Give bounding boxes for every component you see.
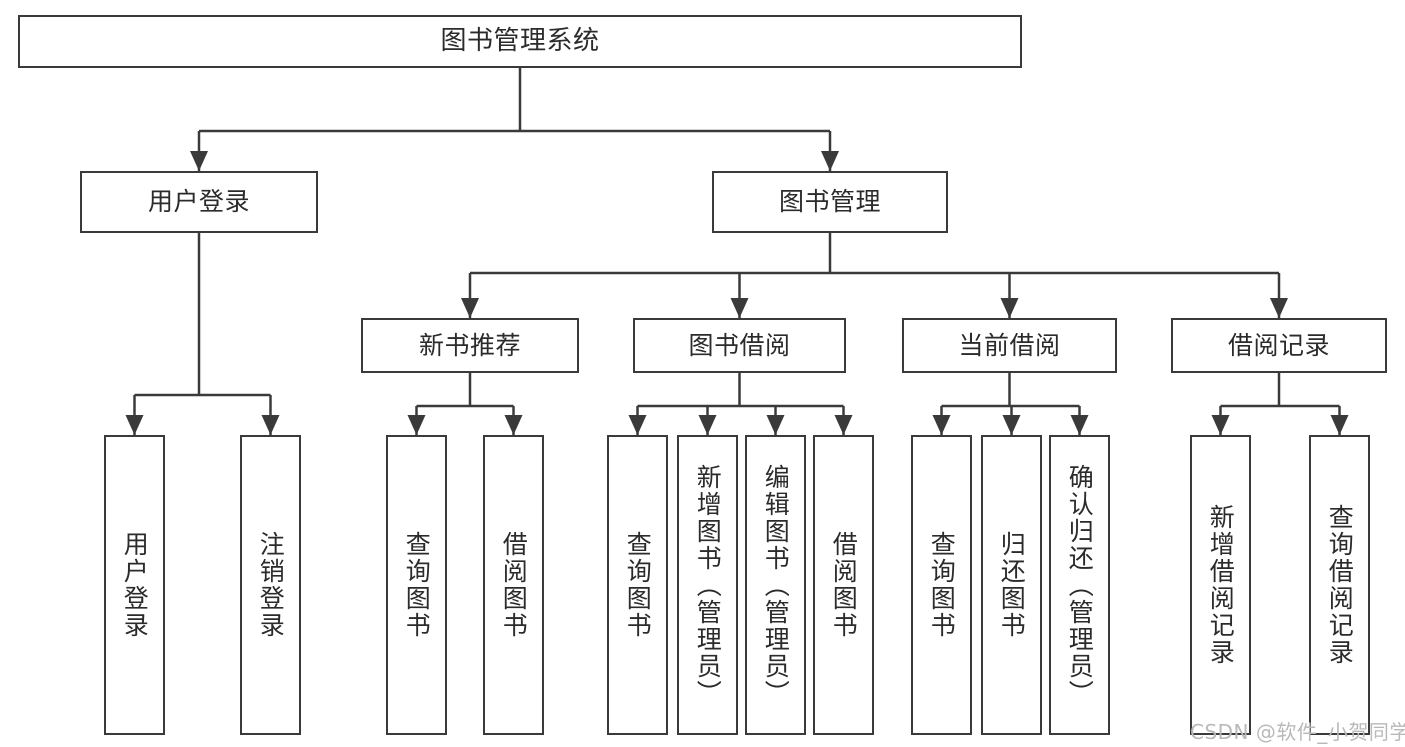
arrow-head-leaf-edit-book	[766, 415, 785, 435]
node-label: 注销登录	[256, 531, 286, 639]
arrow-head-leaf-confirm-return	[1070, 415, 1089, 435]
node-label: 查询图书	[623, 531, 653, 639]
arrow-head-new-book-rec	[461, 298, 479, 318]
node-leaf-query-book-3[interactable]: 查询图书	[911, 435, 972, 735]
node-label: 图书借阅	[688, 330, 791, 360]
node-new-book-rec[interactable]: 新书推荐	[361, 318, 579, 373]
node-label: 用户登录	[147, 187, 250, 217]
node-leaf-query-record[interactable]: 查询借阅记录	[1309, 435, 1370, 735]
arrow-head-book-manage	[821, 151, 839, 171]
node-label: 查询借阅记录	[1325, 504, 1355, 666]
node-leaf-edit-book[interactable]: 编辑图书（管理员）	[745, 435, 806, 735]
node-leaf-user-login[interactable]: 用户登录	[104, 435, 165, 735]
node-leaf-query-book-2[interactable]: 查询图书	[607, 435, 668, 735]
node-leaf-add-book[interactable]: 新增图书（管理员）	[677, 435, 738, 735]
node-label: 借阅图书	[499, 531, 529, 639]
node-label: 借阅记录	[1227, 330, 1330, 360]
node-label: 查询图书	[927, 531, 957, 639]
node-root[interactable]: 图书管理系统	[18, 15, 1022, 68]
arrow-head-leaf-add-record	[1211, 415, 1230, 435]
node-label: 图书管理	[778, 187, 881, 217]
arrow-head-current-borrow	[1000, 298, 1019, 318]
node-label: 确认归还（管理员）	[1065, 463, 1095, 707]
node-label: 新增图书（管理员）	[693, 463, 723, 707]
node-leaf-query-book-1[interactable]: 查询图书	[386, 435, 447, 735]
node-leaf-return-book[interactable]: 归还图书	[981, 435, 1042, 735]
arrow-head-leaf-borrow-book-1	[504, 415, 523, 435]
arrow-head-leaf-query-book-1	[407, 415, 426, 435]
arrow-head-leaf-borrow-book-2	[834, 415, 853, 435]
node-label: 编辑图书（管理员）	[761, 463, 791, 707]
node-borrow-records[interactable]: 借阅记录	[1171, 318, 1387, 373]
node-label: 归还图书	[997, 531, 1027, 639]
node-book-manage[interactable]: 图书管理	[712, 171, 948, 233]
node-leaf-user-logout[interactable]: 注销登录	[240, 435, 301, 735]
node-label: 图书管理系统	[440, 26, 600, 57]
arrow-head-leaf-query-book-2	[628, 415, 647, 435]
node-label: 用户登录	[120, 531, 150, 639]
arrow-head-leaf-add-book	[698, 415, 717, 435]
node-label: 当前借阅	[958, 330, 1061, 360]
arrow-head-user-login	[190, 151, 208, 171]
arrow-head-leaf-user-login	[125, 415, 144, 435]
node-leaf-confirm-return[interactable]: 确认归还（管理员）	[1049, 435, 1110, 735]
node-label: 查询图书	[402, 531, 432, 639]
node-book-borrow[interactable]: 图书借阅	[633, 318, 846, 373]
node-user-login[interactable]: 用户登录	[80, 171, 318, 233]
node-leaf-add-record[interactable]: 新增借阅记录	[1190, 435, 1251, 735]
arrow-head-leaf-user-logout	[261, 415, 280, 435]
node-leaf-borrow-book-2[interactable]: 借阅图书	[813, 435, 874, 735]
node-label: 借阅图书	[829, 531, 859, 639]
arrow-head-book-borrow	[730, 298, 749, 318]
node-current-borrow[interactable]: 当前借阅	[902, 318, 1117, 373]
node-leaf-borrow-book-1[interactable]: 借阅图书	[483, 435, 544, 735]
arrow-head-leaf-query-record	[1330, 415, 1349, 435]
arrow-head-leaf-return-book	[1002, 415, 1021, 435]
node-label: 新增借阅记录	[1206, 504, 1236, 666]
node-label: 新书推荐	[418, 330, 521, 360]
arrow-head-borrow-records	[1270, 298, 1288, 318]
arrow-head-leaf-query-book-3	[932, 415, 951, 435]
